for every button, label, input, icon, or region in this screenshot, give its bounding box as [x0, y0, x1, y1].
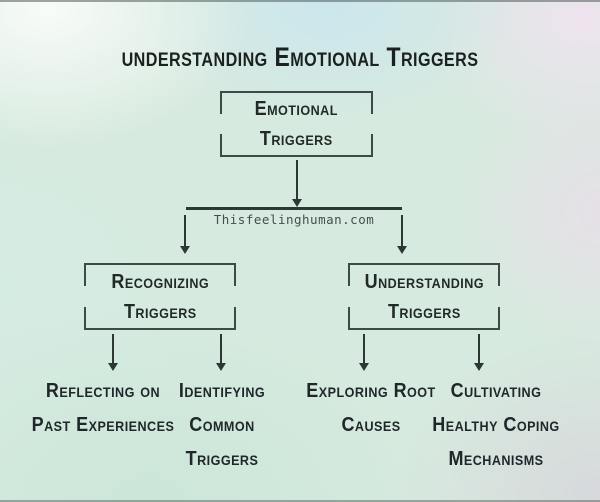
root-to-split-arrow-icon: [296, 160, 298, 199]
leaf-arrow-identifying-icon: [220, 334, 222, 363]
split-left-arrow-icon: [184, 215, 186, 246]
branch-node-understanding-triggers: Understanding Triggers: [348, 263, 500, 330]
leaf-arrow-reflecting-icon: [112, 334, 114, 363]
leaf-arrow-cultivating-icon: [478, 334, 480, 363]
bottom-edge-line: [0, 500, 600, 502]
branch-node-label: Understanding Triggers: [364, 270, 484, 323]
split-right-arrow-icon: [401, 215, 403, 246]
leaf-label-exploring-root-causes: Exploring Root Causes: [306, 380, 436, 436]
leaf-label-identifying-common-triggers: Identifying Common Triggers: [178, 380, 266, 470]
leaf-arrow-exploring-icon: [363, 334, 365, 363]
root-node-label: Emotional Triggers: [254, 98, 339, 150]
top-edge-line: [0, 0, 600, 2]
branch-node-recognizing-triggers: Recognizing Triggers: [84, 263, 236, 330]
leaf-label-reflecting-on-past-experiences: Reflecting on Past Experiences: [31, 380, 175, 436]
split-connector-line: [186, 207, 402, 210]
watermark-url: Thisfeelinghuman.com: [213, 212, 375, 227]
leaf-label-cultivating-healthy-coping-mechanisms: Cultivating Healthy Coping Mechanisms: [432, 380, 560, 470]
branch-node-label: Recognizing Triggers: [111, 270, 209, 323]
root-node-emotional-triggers: Emotional Triggers: [220, 91, 373, 157]
page-title: understanding Emotional Triggers: [121, 42, 479, 72]
